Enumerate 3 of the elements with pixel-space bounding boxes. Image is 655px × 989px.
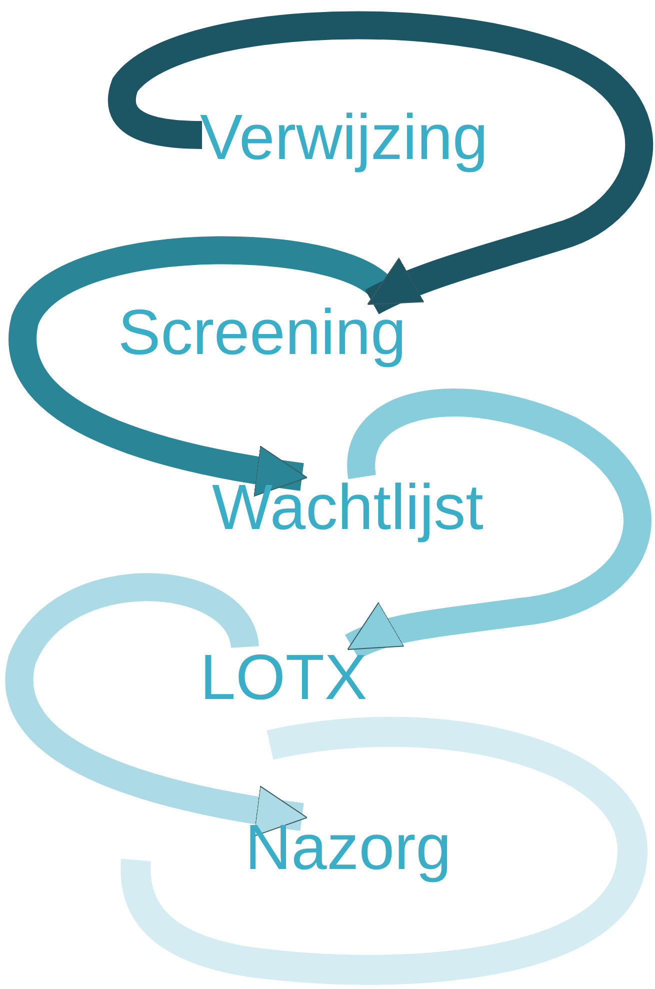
curved-arrow <box>108 11 653 314</box>
step-label: LOTX <box>200 645 368 709</box>
curved-arrow <box>346 388 652 660</box>
